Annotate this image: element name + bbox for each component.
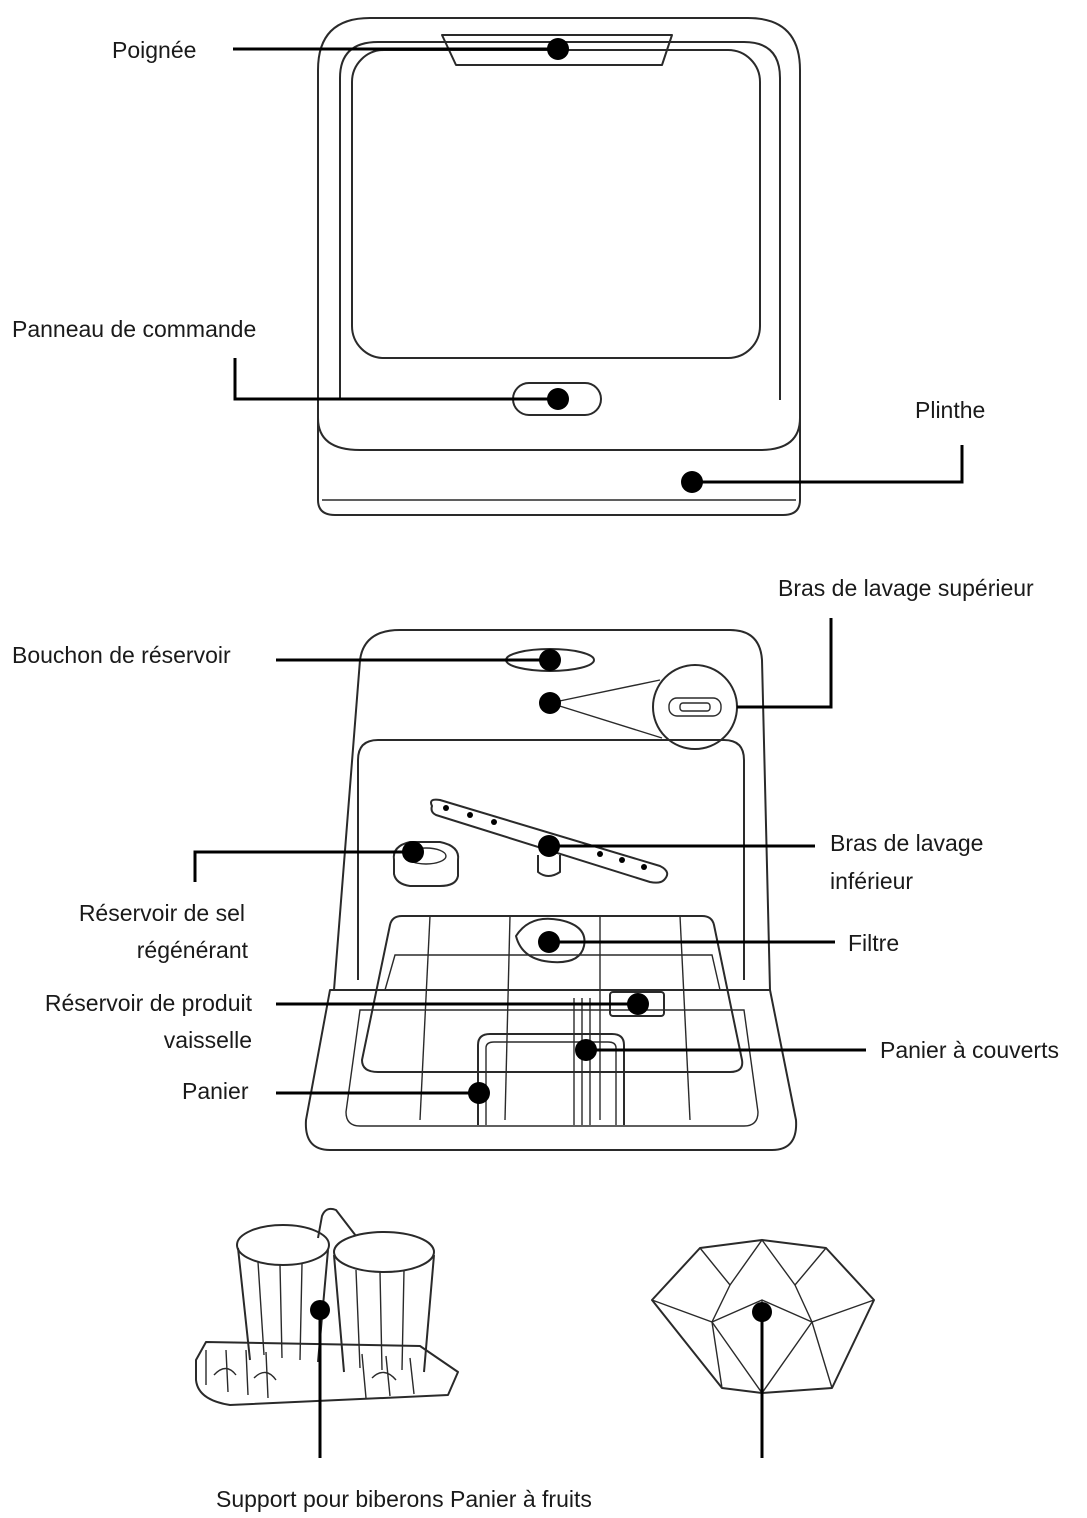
open-dishwasher [304, 629, 798, 1151]
panier-couverts-dot [575, 1039, 597, 1061]
upper-arm-zoom [652, 664, 738, 750]
panneau-dot [547, 388, 569, 410]
label-poignee: Poignée [112, 37, 196, 63]
lower-spray-arm-shape [430, 798, 669, 884]
bottle-holder-dot [310, 1300, 330, 1320]
filter-shape [515, 917, 586, 964]
filtre-dot [538, 931, 560, 953]
bouchon-dot [539, 649, 561, 671]
label-bras-sup: Bras de lavage supérieur [778, 575, 1034, 601]
label-filtre: Filtre [848, 930, 899, 956]
door-tray-shape [304, 989, 798, 1151]
label-bras-inf-2: inférieur [830, 868, 913, 894]
label-produit-1: Réservoir de produit [45, 990, 253, 1016]
label-bouchon: Bouchon de réservoir [12, 642, 231, 668]
bottle-holder [195, 1207, 459, 1406]
panier-dot [468, 1082, 490, 1104]
basket-shape [361, 915, 744, 1073]
label-panier: Panier [182, 1078, 249, 1104]
label-sel-1: Réservoir de sel [79, 900, 245, 926]
label-produit-2: vaisselle [164, 1027, 252, 1053]
salt-cap-shape [392, 841, 460, 887]
label-panneau: Panneau de commande [12, 316, 256, 342]
bras-sup-dot [539, 692, 561, 714]
produit-dot [627, 993, 649, 1015]
label-sel-2: régénérant [137, 937, 249, 963]
poignee-dot [547, 38, 569, 60]
bras-sup-leader [737, 618, 833, 709]
bras-inf-dot [538, 835, 560, 857]
label-bottom-caption: Support pour biberons Panier à fruits [216, 1486, 592, 1512]
plinthe-leader [692, 445, 964, 484]
label-bras-inf-1: Bras de lavage [830, 830, 983, 856]
sel-dot [402, 841, 424, 863]
label-panier-couverts: Panier à couverts [880, 1037, 1059, 1063]
panneau-leader [233, 358, 558, 401]
label-plinthe: Plinthe [915, 397, 985, 423]
sel-leader [193, 850, 413, 882]
closed-dishwasher [317, 17, 801, 516]
fruit-basket-dot [752, 1302, 772, 1322]
cutlery-basket-shape [477, 1033, 625, 1125]
plinthe-dot [681, 471, 703, 493]
handle-shape [441, 34, 673, 66]
